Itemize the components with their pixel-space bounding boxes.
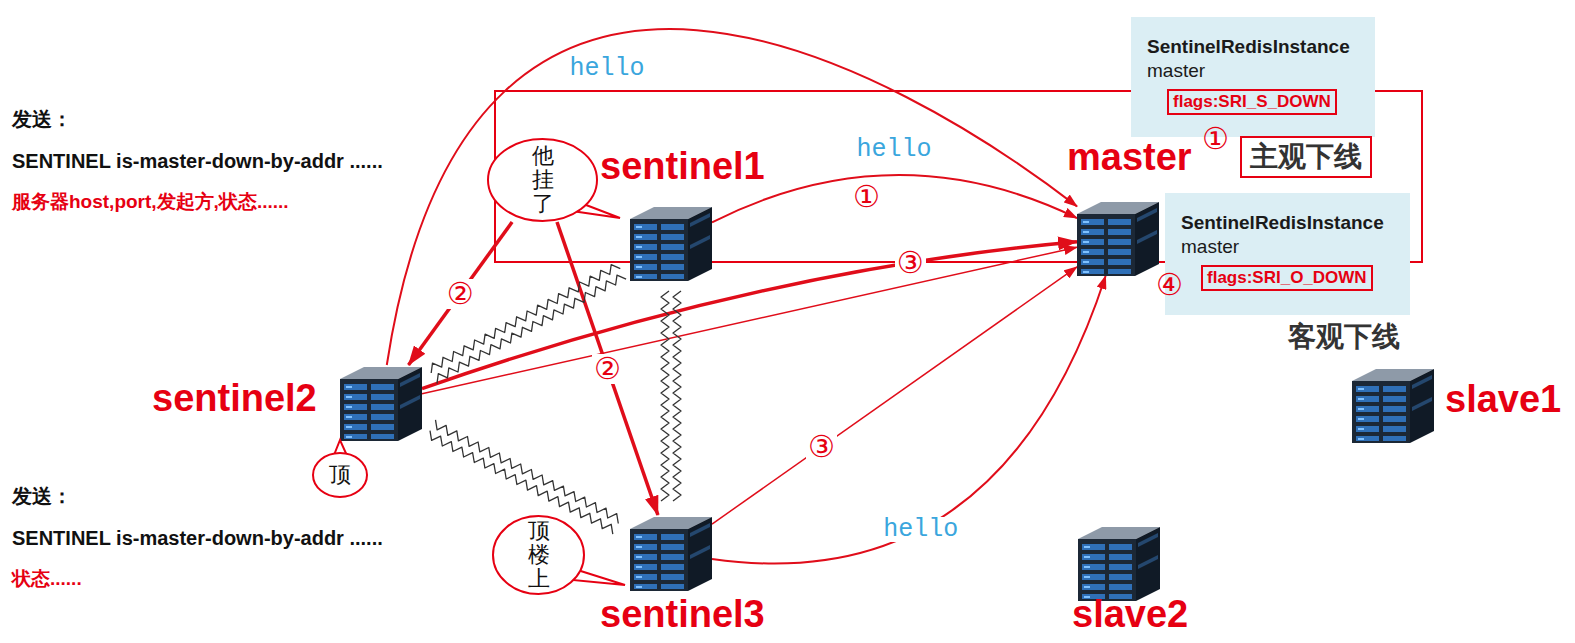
server-label: master <box>1067 138 1192 176</box>
param-text: 服务器host,port,发起方,状态...... <box>12 192 289 213</box>
server-icon <box>340 365 422 441</box>
server-node: slave1 <box>1352 367 1434 443</box>
bubble-body <box>488 139 597 221</box>
server-icon <box>630 515 712 591</box>
server-label: sentinel2 <box>152 379 317 417</box>
instance-panel: SentinelRedisInstancemaster flags:SRI_O_D… <box>1165 193 1410 315</box>
bubble-text: 顶楼上 <box>528 519 550 592</box>
panel-text: SentinelRedisInstance <box>1181 211 1394 235</box>
server-node: sentinel2 <box>340 365 422 441</box>
server-label: slave2 <box>1072 595 1188 633</box>
instance-panel: SentinelRedisInstancemaster flags:SRI_S_D… <box>1131 17 1375 137</box>
speech-bubble: 他挂了 <box>487 138 598 222</box>
server-shape <box>1352 369 1434 443</box>
server-node: sentinel3 <box>630 515 712 591</box>
panel-text: master <box>1147 59 1359 83</box>
bubble-text: 他挂了 <box>532 144 554 217</box>
flag-box: flags:SRI_S_DOWN <box>1167 89 1337 115</box>
state-label: 客观下线 <box>1288 322 1400 353</box>
arrow-line <box>712 175 1077 222</box>
flag-box: flags:SRI_O_DOWN <box>1201 265 1373 291</box>
edge-label: hello <box>855 137 934 162</box>
bubble-body <box>313 453 367 497</box>
callout-number: ③ <box>895 248 926 278</box>
state-box: 主观下线 <box>1240 136 1372 178</box>
flag-text: flags:SRI_O_DOWN <box>1207 268 1367 287</box>
bubble-text: 顶 <box>329 463 351 487</box>
arrow-line <box>422 247 1077 394</box>
edge-label: hello <box>881 517 960 542</box>
wave-link <box>431 265 626 384</box>
server-shape <box>630 207 712 281</box>
server-icon <box>1352 367 1434 443</box>
send-heading: 发送： <box>12 108 72 130</box>
flag-text: flags:SRI_S_DOWN <box>1173 92 1331 111</box>
state-text: 主观下线 <box>1250 141 1362 172</box>
edge-label: hello <box>568 56 647 81</box>
callout-number: ① <box>1202 124 1229 154</box>
server-node: sentinel1 <box>630 205 712 281</box>
param-text: 状态...... <box>12 569 82 590</box>
server-icon <box>1078 525 1160 601</box>
server-shape <box>630 517 712 591</box>
command-text: SENTINEL is-master-down-by-addr ...... <box>12 527 383 549</box>
callout-number: ④ <box>1156 270 1183 300</box>
server-shape <box>1078 527 1160 601</box>
server-icon <box>630 205 712 281</box>
server-node: master <box>1077 200 1159 276</box>
panel-text: SentinelRedisInstance <box>1147 35 1359 59</box>
server-label: sentinel1 <box>600 147 765 185</box>
callout-number: ① <box>853 182 880 212</box>
speech-bubble: 顶楼上 <box>492 515 585 595</box>
arrow-line <box>387 29 1077 365</box>
server-node: slave2 <box>1078 525 1160 601</box>
panel-text: master <box>1181 235 1394 259</box>
callout-number: ② <box>445 279 476 309</box>
speech-bubble: 顶 <box>312 452 368 498</box>
server-label: slave1 <box>1445 380 1561 418</box>
arrow-line <box>712 276 1106 564</box>
callout-number: ③ <box>806 432 837 462</box>
send-heading: 发送： <box>12 485 72 507</box>
arrow-line <box>409 222 513 365</box>
server-shape <box>340 367 422 441</box>
arrow-line <box>422 242 1077 389</box>
server-label: sentinel3 <box>600 595 765 633</box>
arrow-line <box>712 267 1077 524</box>
server-shape <box>1077 202 1159 276</box>
server-icon <box>1077 200 1159 276</box>
bubble-body <box>493 516 584 594</box>
command-text: SENTINEL is-master-down-by-addr ...... <box>12 150 383 172</box>
callout-number: ② <box>592 354 623 384</box>
wave-link <box>661 291 681 501</box>
